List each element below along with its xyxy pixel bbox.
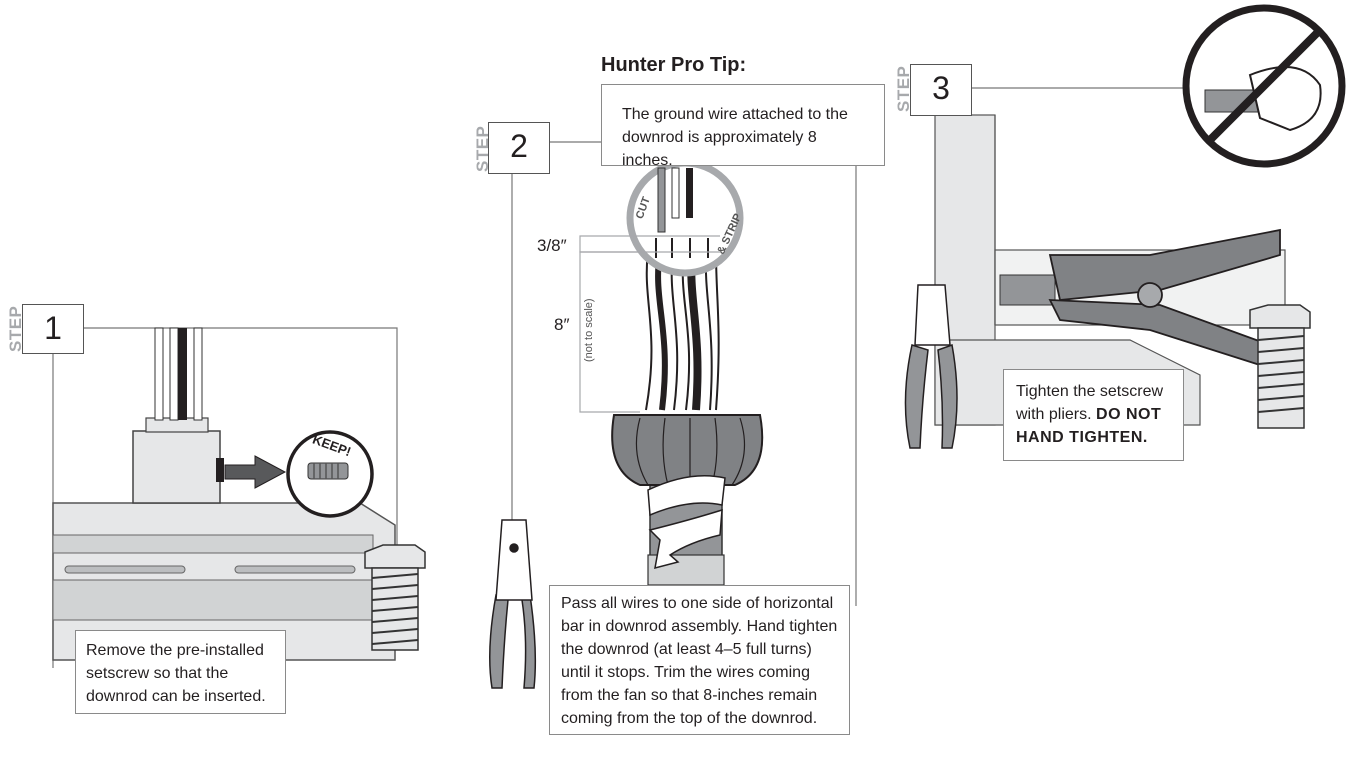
step1-caption: Remove the pre-installed setscrew so tha… [75,630,286,714]
pro-tip-line-2: downrod is approximately 8 inches. [622,129,817,169]
step3-caption-line-1: Tighten the setscrew [1016,383,1164,400]
not-to-scale-label: (not to scale) [583,298,595,362]
step1-frame [83,327,398,560]
assembly-step3 [904,4,1346,449]
step3-caption: Tighten the setscrew with pliers. DO NOT… [1003,369,1184,461]
step2-caption-line-3: the downrod (at least 4–5 full turns) [561,641,812,658]
step3-number: 3 [910,64,972,116]
step2-caption-line-6: coming from the top of the downrod. [561,710,818,727]
step2-caption-line-1: Pass all wires to one side of horizontal [561,595,834,612]
step3-warning-2: HAND TIGHTEN. [1016,429,1148,446]
step3-caption-line-2: with pliers. [1016,406,1092,423]
three-eighths-label: 3/8″ [537,236,567,255]
step2-number: 2 [488,122,550,174]
step2-caption: Pass all wires to one side of horizontal… [549,585,850,735]
step2-caption-line-4: until it stops. Trim the wires coming [561,664,810,681]
step1-caption-line-1: Remove the pre-installed [86,642,264,659]
step1-caption-line-3: downrod can be inserted. [86,688,266,705]
eight-inch-label: 8″ [554,315,570,334]
pro-tip-box: The ground wire attached to the downrod … [601,84,885,169]
step2-caption-line-5: from the fan so that 8-inches remain [561,687,818,704]
step1-number: 1 [22,304,84,354]
step1-caption-line-2: setscrew so that the [86,665,229,682]
step2-caption-line-2: bar in downrod assembly. Hand tighten [561,618,838,635]
pro-tip-title: Hunter Pro Tip: [601,54,747,76]
fan-housing-step1 [52,327,426,661]
pro-tip-line-1: The ground wire attached to the [622,106,848,123]
step3-warning-1: DO NOT [1096,406,1162,423]
downrod-assembly-step2 [489,159,764,689]
